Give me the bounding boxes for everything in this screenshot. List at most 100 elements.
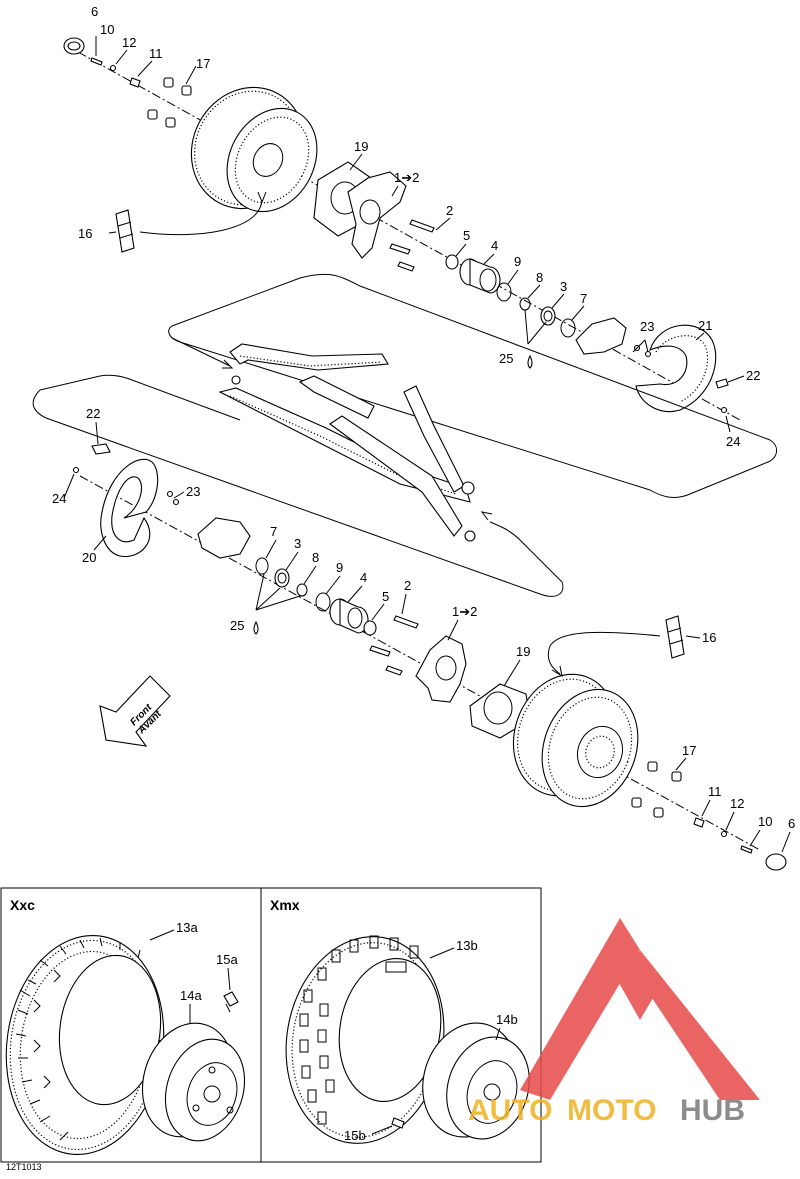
label-upper-21: 21	[698, 318, 712, 333]
label-lower-1to2: 1➔2	[452, 604, 477, 619]
label-lower-2: 2	[404, 578, 411, 593]
upper-assembly	[63, 37, 741, 421]
label-upper-25: 25	[499, 351, 513, 366]
part-10-bolt	[90, 57, 103, 66]
part-7-ring-lower	[255, 557, 269, 575]
part-12-pin-lower	[720, 830, 728, 838]
part-5-washer	[445, 254, 459, 270]
label-upper-9: 9	[514, 254, 521, 269]
label-14a: 14a	[180, 988, 202, 1003]
part-2-bolt	[409, 219, 435, 233]
variant-table: Xxc 13a 14a	[0, 887, 542, 1163]
label-lower-4: 4	[360, 570, 367, 585]
part-2-bolt-lower	[393, 615, 419, 629]
label-lower-19: 19	[516, 644, 530, 659]
label-upper-5: 5	[463, 228, 470, 243]
part-5-washer-lower	[363, 620, 377, 636]
label-upper-4: 4	[491, 238, 498, 253]
variant-xmx: Xmx	[270, 897, 530, 1144]
rim-14b	[422, 1022, 530, 1140]
part-17-wheel-nuts	[147, 77, 192, 128]
part-4-bearing	[459, 258, 501, 294]
upper-caliper	[575, 317, 627, 355]
upper-labels: 6 10 12 11 17 19 1➔2 2 16 5 4 9 8 3 7 23…	[78, 4, 760, 449]
part-22-clip-lower	[91, 443, 111, 455]
part-3-seal-lower	[274, 568, 290, 588]
watermark-auto: AUTO	[468, 1094, 552, 1127]
lower-caliper	[197, 517, 251, 559]
tire-13a	[5, 934, 165, 1156]
label-upper-19: 19	[354, 139, 368, 154]
upper-wheel-rim	[190, 86, 318, 213]
part-7-ring	[560, 318, 576, 338]
label-lower-10: 10	[758, 814, 772, 829]
label-lower-23: 23	[186, 484, 200, 499]
part-17-wheel-nuts-lower	[631, 761, 682, 818]
label-lower-6: 6	[788, 816, 795, 831]
upper-leader-lines	[95, 36, 745, 433]
part-20-brake-disc	[100, 458, 159, 558]
front-direction-arrow: Front Avant	[99, 675, 171, 747]
label-upper-17: 17	[196, 56, 210, 71]
part-11-nut-lower	[693, 817, 705, 828]
control-arm-assembly	[32, 273, 777, 597]
label-lower-17: 17	[682, 743, 696, 758]
lower-assembly	[72, 443, 787, 871]
watermark-hub: HUB	[680, 1094, 745, 1127]
part-11-nut	[129, 77, 141, 88]
automotohub-watermark: AUTO MOTO HUB	[468, 918, 760, 1127]
part-1-knuckle-lower	[415, 635, 467, 703]
label-upper-24: 24	[726, 434, 740, 449]
label-lower-3: 3	[294, 536, 301, 551]
label-upper-8: 8	[536, 270, 543, 285]
label-upper-23: 23	[640, 319, 654, 334]
label-lower-11: 11	[708, 784, 722, 799]
part-9-circlip	[496, 282, 512, 302]
variant-xxc: Xxc 13a 14a	[5, 897, 246, 1156]
watermark-logo-icon	[520, 918, 760, 1100]
drawing-code: 12T1013	[6, 1162, 42, 1172]
label-upper-2: 2	[446, 203, 453, 218]
label-lower-9: 9	[336, 560, 343, 575]
part-6-cap-lower	[765, 853, 787, 871]
part-21-brake-disc	[635, 324, 717, 412]
fastener-15b	[391, 1117, 405, 1129]
label-lower-16: 16	[702, 630, 716, 645]
part-24-screw-lower	[72, 466, 80, 474]
label-upper-16: 16	[78, 226, 92, 241]
label-upper-10: 10	[100, 22, 114, 37]
label-14b: 14b	[496, 1012, 518, 1027]
lower-labels: 22 24 23 20 7 3 8 9 4 2 5 25 1➔2 19 16 1…	[52, 406, 795, 831]
part-4-bearing-lower	[329, 598, 369, 634]
label-lower-25: 25	[230, 618, 244, 633]
label-13b: 13b	[456, 938, 478, 953]
part-16-weight-lower	[665, 615, 685, 659]
label-lower-20: 20	[82, 550, 96, 565]
part-16-weight	[115, 209, 135, 253]
tire-13b	[285, 935, 445, 1144]
label-upper-7: 7	[580, 291, 587, 306]
label-lower-8: 8	[312, 550, 319, 565]
part-10-bolt-lower	[740, 845, 753, 854]
label-15b: 15b	[344, 1128, 366, 1143]
label-lower-7: 7	[270, 524, 277, 539]
label-upper-3: 3	[560, 279, 567, 294]
part-25-lubricant-lower	[253, 620, 259, 635]
fastener-15a	[223, 991, 239, 1007]
part-3-seal	[540, 306, 556, 326]
rim-14a	[141, 1022, 246, 1142]
part-24-screw	[720, 406, 728, 414]
part-22-clip	[715, 378, 729, 389]
part-1-knuckle	[347, 171, 407, 259]
part-8-ring-lower	[296, 583, 308, 597]
variant-xxc-name: Xxc	[10, 897, 35, 913]
lower-wheel-rim	[512, 673, 639, 808]
label-lower-12: 12	[730, 796, 744, 811]
variant-xmx-name: Xmx	[270, 897, 300, 913]
label-lower-24: 24	[52, 491, 66, 506]
watermark-moto: MOTO	[567, 1094, 656, 1127]
label-lower-22: 22	[86, 406, 100, 421]
label-upper-11: 11	[149, 46, 163, 61]
label-13a: 13a	[176, 920, 198, 935]
label-lower-5: 5	[382, 589, 389, 604]
